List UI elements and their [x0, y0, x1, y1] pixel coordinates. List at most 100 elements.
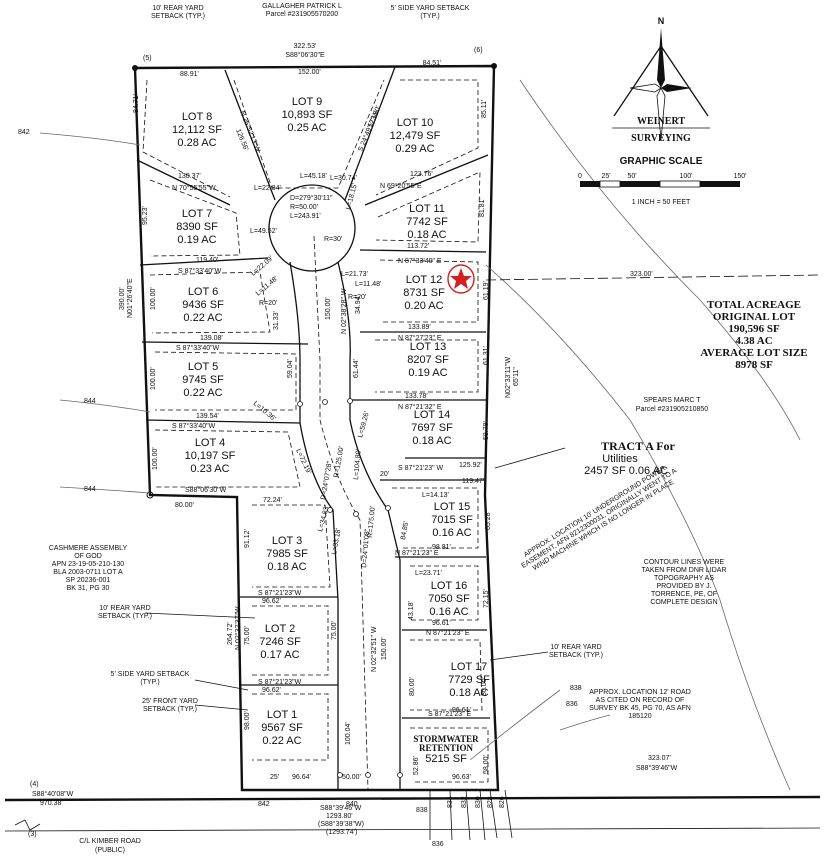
svg-text:0.29 AC: 0.29 AC	[395, 143, 434, 155]
road-right-of-way	[268, 184, 401, 791]
svg-text:130.37': 130.37'	[178, 173, 201, 180]
rear-setback-left-2: SETBACK (TYP.)	[98, 613, 152, 620]
svg-text:840: 840	[346, 801, 358, 808]
svg-text:TORRENCE, PE, OF: TORRENCE, PE, OF	[651, 591, 717, 598]
svg-text:R=20': R=20'	[259, 300, 277, 307]
svg-text:R=175.00': R=175.00'	[367, 506, 377, 538]
svg-text:826: 826	[499, 796, 506, 808]
svg-text:4.38 AC: 4.38 AC	[735, 335, 772, 347]
north-arrow-logo: N WEINERT SURVEYING	[612, 16, 710, 144]
rear-setback-right-1: 10' REAR YARD	[550, 644, 601, 651]
svg-text:0.28 AC: 0.28 AC	[177, 137, 216, 149]
svg-text:119.40': 119.40'	[196, 257, 218, 264]
svg-text:95.23': 95.23'	[142, 206, 149, 225]
svg-text:9745 SF: 9745 SF	[182, 374, 224, 386]
svg-text:(1293.74'): (1293.74')	[326, 829, 357, 836]
total-acreage-summary: TOTAL ACREAGE ORIGINAL LOT 190,596 SF 4.…	[700, 299, 807, 371]
lot-10: LOT 10 12,479 SF 0.29 AC	[390, 117, 441, 155]
svg-text:9436 SF: 9436 SF	[182, 299, 224, 311]
svg-text:7985 SF: 7985 SF	[266, 548, 308, 560]
svg-text:152.00': 152.00'	[298, 69, 321, 76]
svg-text:91.12': 91.12'	[244, 529, 251, 548]
svg-text:N 87°21'32" E: N 87°21'32" E	[398, 403, 442, 411]
lot-9: LOT 9 10,893 SF 0.25 AC	[282, 96, 333, 134]
contour-844-label-a: 844	[84, 398, 96, 405]
contour-lines	[39, 79, 821, 841]
svg-text:96.62': 96.62'	[262, 598, 281, 605]
svg-text:150.00': 150.00'	[381, 637, 388, 660]
subject-lot-marker	[447, 264, 475, 294]
svg-text:LOT 11: LOT 11	[409, 203, 445, 215]
svg-text:N02°33'11"W: N02°33'11"W	[504, 356, 512, 398]
lot-labels: LOT 8 12,112 SF 0.28 AC LOT 9 10,893 SF …	[172, 96, 490, 765]
spears-parcel: Parcel #231905210850	[636, 406, 709, 413]
svg-text:970.38': 970.38'	[40, 800, 63, 807]
svg-text:0.22 AC: 0.22 AC	[183, 312, 222, 324]
svg-text:S88°39'46"W: S88°39'46"W	[320, 804, 362, 812]
svg-text:84.71': 84.71'	[133, 94, 140, 113]
svg-text:R=20': R=20'	[348, 294, 366, 301]
svg-text:PROVIDED BY J.: PROVIDED BY J.	[656, 583, 711, 590]
svg-text:34.94': 34.94'	[355, 295, 362, 314]
logo-line1: WEINERT	[637, 116, 685, 127]
svg-text:LOT 16: LOT 16	[431, 580, 468, 592]
svg-text:7742 SF: 7742 SF	[406, 216, 448, 228]
svg-text:S88°06'30"W: S88°06'30"W	[185, 486, 227, 494]
svg-text:20': 20'	[380, 471, 389, 478]
svg-text:836: 836	[432, 841, 444, 848]
svg-text:80.00': 80.00'	[409, 677, 416, 696]
svg-text:LOT 8: LOT 8	[182, 111, 212, 123]
svg-text:0.20 AC: 0.20 AC	[404, 300, 443, 312]
svg-text:L=11.48': L=11.48'	[355, 281, 381, 288]
svg-text:100.00': 100.00'	[150, 287, 157, 310]
svg-text:7246 SF: 7246 SF	[259, 636, 301, 648]
stormwater-retention: STORMWATER RETENTION 5215 SF	[413, 734, 479, 765]
lot-7: LOT 7 8390 SF 0.19 AC	[176, 208, 218, 246]
svg-text:BK 31, PG 30: BK 31, PG 30	[67, 585, 110, 592]
svg-text:828: 828	[487, 796, 494, 808]
svg-text:LOT 9: LOT 9	[292, 96, 322, 108]
top-bearing: S88°06'30"E	[285, 51, 325, 59]
lot-1: LOT 1 9567 SF 0.22 AC	[261, 709, 303, 747]
svg-text:S 87°33'40"W: S 87°33'40"W	[176, 344, 220, 352]
boundary-labels: 390.00' N01°26'40"E N02°33'11"W 65'11" S…	[32, 271, 678, 836]
lot-13: LOT 13 8207 SF 0.19 AC	[407, 341, 449, 379]
side-setback-top-1: 5' SIDE YARD SETBACK	[391, 5, 470, 12]
svg-text:LOT 14: LOT 14	[414, 409, 451, 421]
svg-text:AVERAGE LOT SIZE: AVERAGE LOT SIZE	[700, 347, 807, 359]
corner-4: (4)	[30, 781, 39, 788]
svg-text:834: 834	[447, 796, 454, 808]
graphic-scale: GRAPHIC SCALE 0 25' 50' 100' 150' 1 INCH…	[578, 156, 746, 206]
svg-text:65'11": 65'11"	[513, 367, 520, 386]
svg-text:9567 SF: 9567 SF	[261, 722, 303, 734]
svg-text:N 87°33'40" E: N 87°33'40" E	[398, 257, 442, 265]
north-label: N	[658, 16, 665, 26]
kimber-road	[4, 795, 821, 832]
svg-text:CONTOUR LINES WERE: CONTOUR LINES WERE	[644, 559, 725, 566]
svg-text:S 87°33'40"W: S 87°33'40"W	[172, 422, 216, 430]
svg-text:L=34.83': L=34.83'	[317, 505, 331, 533]
svg-text:52.86': 52.86'	[413, 756, 420, 775]
svg-text:EASEMENT, AFN 8212300031, ORIG: EASEMENT, AFN 8212300031, ORIGINALLY WEN…	[520, 468, 678, 570]
owner-top-parcel: Parcel #231905570200	[266, 11, 339, 18]
lot-3: LOT 3 7985 SF 0.18 AC	[266, 535, 308, 573]
lot-11: LOT 11 7742 SF 0.18 AC	[406, 203, 448, 241]
svg-text:N 70°55'55"W: N 70°55'55"W	[172, 184, 216, 192]
svg-text:OF GOD: OF GOD	[74, 553, 102, 560]
top-right-dim: 84.51'	[423, 60, 442, 67]
svg-text:72.15': 72.15'	[483, 589, 490, 608]
svg-text:LOT 4: LOT 4	[195, 437, 225, 449]
svg-text:31.33': 31.33'	[273, 311, 280, 330]
svg-text:133.78': 133.78'	[405, 393, 428, 400]
svg-text:N01°26'40"E: N01°26'40"E	[126, 278, 134, 318]
svg-text:1293.80': 1293.80'	[326, 813, 353, 820]
svg-text:S88°39'46"W: S88°39'46"W	[636, 764, 678, 772]
svg-text:ORIGINAL LOT: ORIGINAL LOT	[713, 311, 796, 323]
road-status: (PUBLIC)	[95, 847, 125, 854]
svg-text:RETENTION: RETENTION	[419, 743, 474, 753]
svg-text:80.00': 80.00'	[175, 502, 194, 509]
svg-text:190,596 SF: 190,596 SF	[728, 323, 780, 335]
svg-text:L=10.36': L=10.36'	[252, 400, 277, 423]
svg-text:0.23 AC: 0.23 AC	[190, 463, 229, 475]
